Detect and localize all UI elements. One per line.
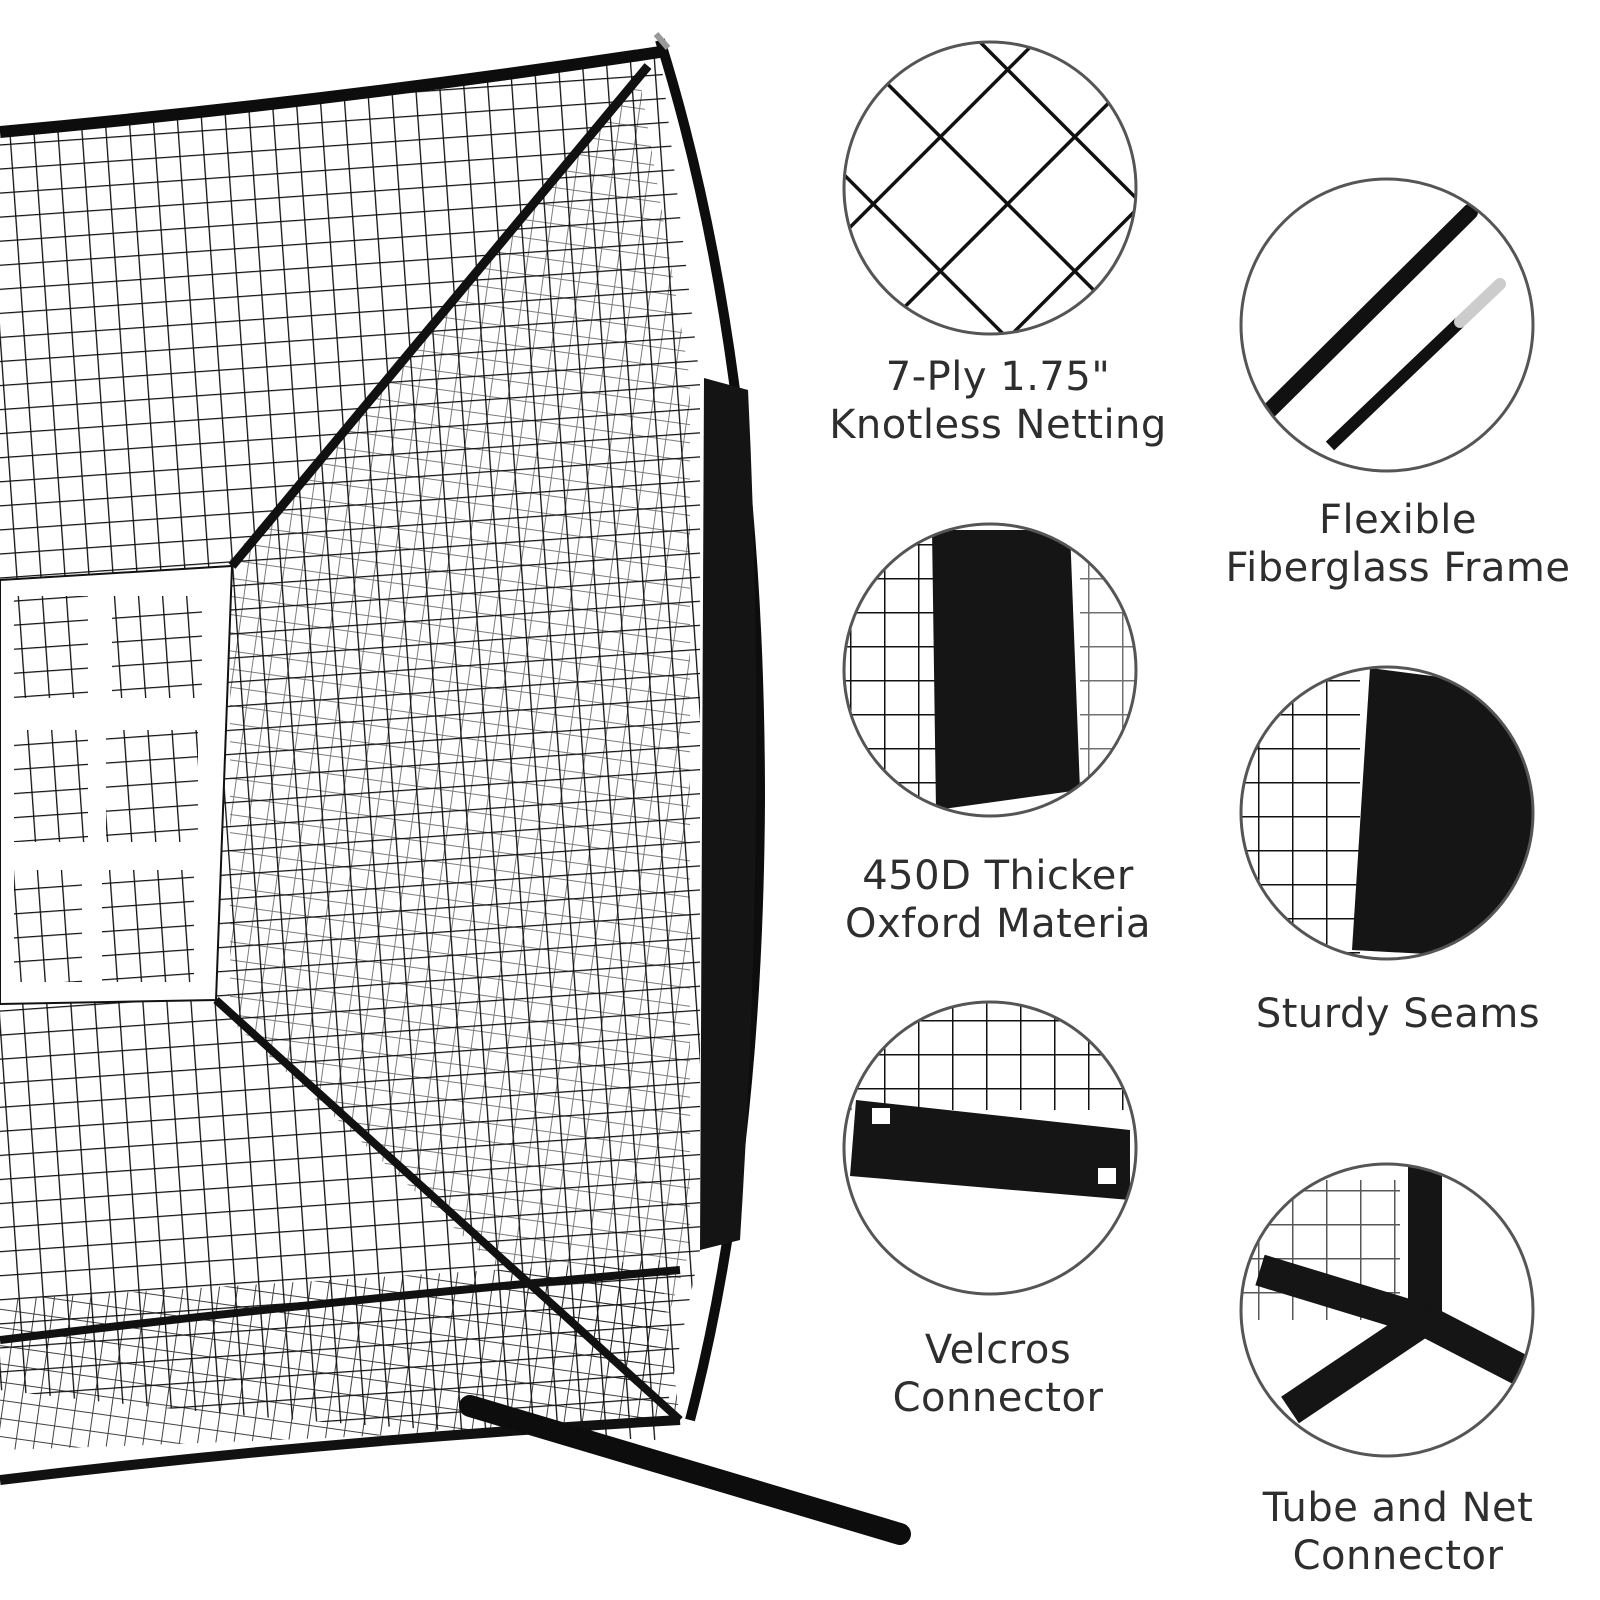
- caption-sturdy-seams: Sturdy Seams: [1208, 990, 1588, 1038]
- caption-velcros-connector: Velcros Connector: [818, 1326, 1178, 1422]
- frame-diagonal-lower: [213, 997, 683, 1423]
- frame-base: [0, 1415, 681, 1485]
- frame-sleeve: [700, 378, 757, 1250]
- frame-top: [0, 46, 661, 138]
- caption-line: Knotless Netting: [829, 402, 1167, 448]
- caption-line: Velcros: [924, 1327, 1072, 1373]
- frame-diagonal-upper: [228, 63, 652, 569]
- caption-fiberglass-frame: Flexible Fiberglass Frame: [1208, 496, 1588, 592]
- strike-zone-target: [0, 564, 234, 1006]
- caption-line: Flexible: [1319, 497, 1477, 543]
- velcro-strap-detail-icon: [842, 1000, 1138, 1296]
- frame-bottom: [0, 1266, 681, 1344]
- caption-line: Connector: [1292, 1533, 1504, 1579]
- oxford-sleeve-detail-icon: [842, 522, 1138, 818]
- caption-line: Sturdy Seams: [1255, 991, 1541, 1037]
- net-side-mesh: [230, 80, 690, 1400]
- caption-line: 450D Thicker: [862, 853, 1134, 899]
- caption-oxford-material: 450D Thicker Oxford Materia: [818, 852, 1178, 948]
- caption-line: Oxford Materia: [845, 901, 1151, 947]
- frame-foot: [459, 1395, 911, 1545]
- net-pocket-mesh: [0, 1260, 680, 1450]
- caption-knotless-netting: 7-Ply 1.75" Knotless Netting: [818, 353, 1178, 449]
- knotless-netting-detail-icon: [842, 40, 1138, 336]
- caption-line: Connector: [892, 1375, 1104, 1421]
- caption-line: Tube and Net: [1262, 1485, 1534, 1531]
- caption-line: Fiberglass Frame: [1225, 545, 1571, 591]
- caption-line: 7-Ply 1.75": [885, 354, 1111, 400]
- practice-net-illustration: [0, 32, 911, 1545]
- caption-tube-net-connector: Tube and Net Connector: [1208, 1484, 1588, 1580]
- fiberglass-pole-detail-icon: [1239, 177, 1535, 473]
- seam-detail-icon: [1239, 665, 1535, 961]
- tube-connector-detail-icon: [1239, 1162, 1535, 1458]
